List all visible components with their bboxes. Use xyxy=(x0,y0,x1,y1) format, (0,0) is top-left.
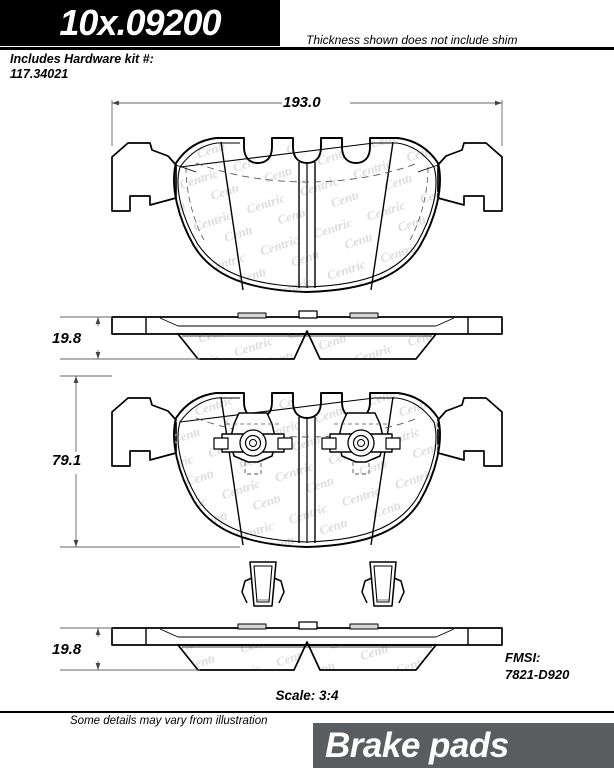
hardware-kit-number: 117.34021 xyxy=(10,66,69,81)
fmsi-label: FMSI: xyxy=(505,650,541,665)
footer-divider xyxy=(0,711,614,713)
dimension-lines xyxy=(60,100,503,671)
mounting-clip-left xyxy=(213,412,293,475)
dimension-thickness-bottom-label: 19.8 xyxy=(52,641,82,658)
brand-banner-text: Brake pads xyxy=(325,726,509,765)
clip-detail-view xyxy=(241,561,405,607)
dimension-thickness-top-label: 19.8 xyxy=(52,330,82,347)
friction-face-view xyxy=(111,137,503,293)
fmsi-block: FMSI: 7821-D920 xyxy=(505,650,610,684)
edge-view-bottom xyxy=(111,621,503,671)
backing-plate-view xyxy=(111,392,503,548)
part-number-box: 10x.09200 xyxy=(0,0,280,46)
dimension-height-label: 79.1 xyxy=(52,452,82,469)
brand-banner: Brake pads xyxy=(313,723,614,768)
shim-note: Thickness shown does not include shim xyxy=(306,33,518,47)
edge-view-top xyxy=(111,310,503,360)
scale-label: Scale: 3:4 xyxy=(275,688,339,703)
dimension-width-label: 193.0 xyxy=(283,94,321,111)
hardware-kit-label: Includes Hardware kit #: xyxy=(10,52,154,66)
mounting-clip-right xyxy=(321,412,401,475)
fmsi-number: 7821-D920 xyxy=(505,666,570,682)
part-number: 10x.09200 xyxy=(59,2,221,43)
header-divider xyxy=(0,47,614,50)
illustration-note: Some details may vary from illustration xyxy=(70,715,268,727)
hardware-kit-note: Includes Hardware kit #: 117.34021 xyxy=(10,52,270,82)
